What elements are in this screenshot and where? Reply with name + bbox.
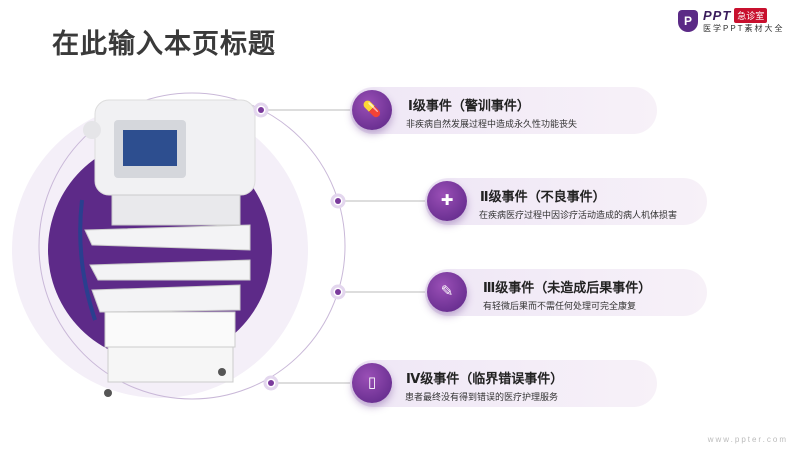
event-title: Ⅱ级事件（不良事件） <box>480 189 606 204</box>
event-title: Ⅰ级事件（警训事件） <box>408 98 530 113</box>
event-title: Ⅲ级事件（未造成后果事件） <box>483 280 652 295</box>
event-desc: 非疾病自然发展过程中造成永久性功能丧失 <box>406 119 578 129</box>
test-tube-icon: ▯ <box>352 363 392 403</box>
event-title: Ⅳ级事件（临界错误事件） <box>406 371 564 386</box>
syringe-icon: ✎ <box>427 272 467 312</box>
shield-logo-icon: P <box>678 10 698 32</box>
logo-brand: PPT <box>703 8 732 23</box>
event-desc: 患者最终没有得到错误的医疗护理服务 <box>405 392 559 402</box>
event-desc: 在疾病医疗过程中因诊疗活动造成的病人机体损害 <box>479 210 678 220</box>
event-desc: 有轻微后果而不需任何处理可完全康复 <box>483 301 637 311</box>
timeline-arc <box>38 92 346 400</box>
page-title: 在此输入本页标题 <box>52 29 276 59</box>
medical-kit-icon: ✚ <box>427 181 467 221</box>
event-card-level-3 <box>425 269 707 316</box>
logo-subtitle: 医学PPT素材大全 <box>703 24 785 33</box>
watermark: www.ppter.com <box>707 435 788 444</box>
logo-badge: 急诊室 <box>734 8 768 23</box>
event-card-level-4 <box>350 360 657 407</box>
medical-device-image <box>78 99 256 397</box>
event-card-level-2 <box>425 178 707 225</box>
event-card-level-1 <box>350 87 657 134</box>
pill-icon: 💊 <box>352 90 392 130</box>
